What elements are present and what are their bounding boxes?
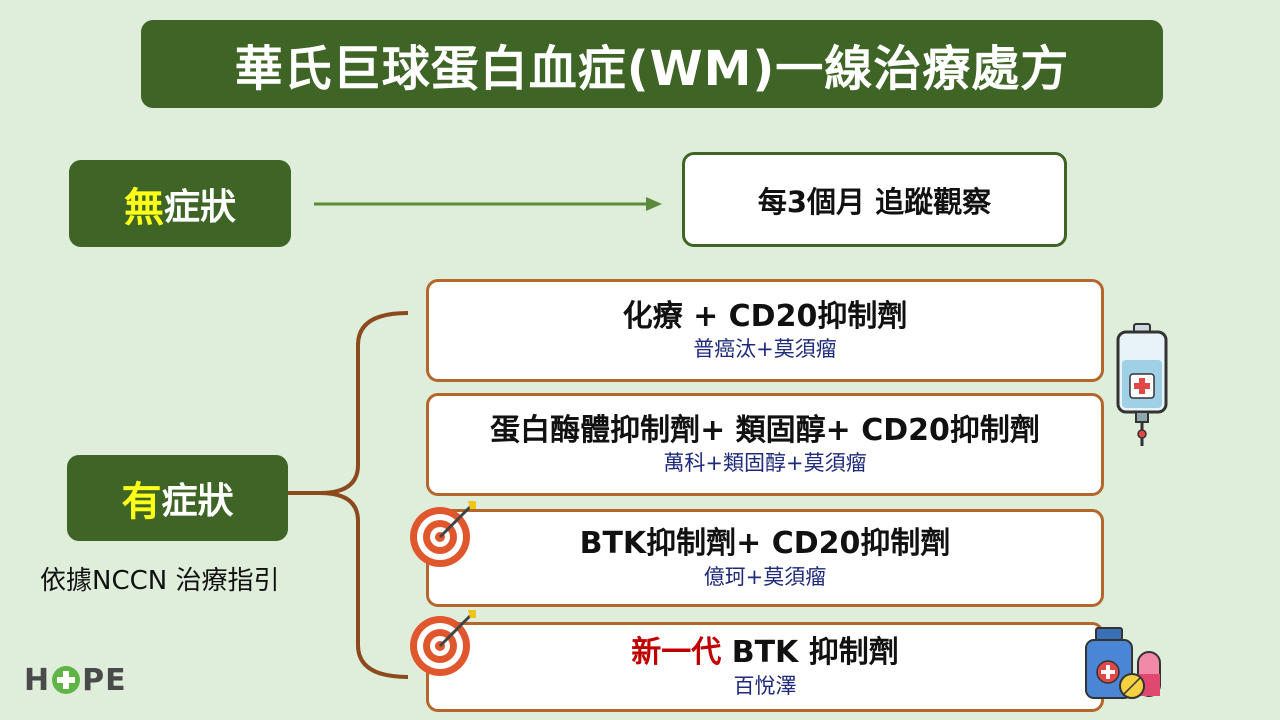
option-box-3: BTK抑制劑+ CD20抑制劑 億珂+莫須瘤 [426,509,1104,607]
option-3-main: BTK抑制劑+ CD20抑制劑 [579,526,951,562]
symptom-highlight: 有 [121,479,162,525]
observe-text: 每3個月 追蹤觀察 [757,184,992,219]
page-title-text: 華氏巨球蛋白血症(WM)一線治療處方 [234,41,1070,97]
logo-letters-pe: PE [82,662,127,698]
option-2-sub: 萬科+類固醇+莫須瘤 [663,451,867,476]
medicine-icon [1085,627,1161,699]
option-box-2: 蛋白酶體抑制劑+ 類固醇+ CD20抑制劑 萬科+類固醇+莫須瘤 [426,393,1104,496]
option-4-main: 新一代 BTK 抑制劑 [631,634,898,672]
logo-heart-icon [52,666,81,694]
target-icon [410,501,476,567]
symptom-box: 有 症狀 [67,455,288,541]
option-1-main: 化療 + CD20抑制劑 [622,298,908,334]
logo-letter-h: H [24,662,51,698]
iv-bag-icon [1116,323,1168,446]
option-1-sub: 普癌汰+莫須瘤 [693,337,837,362]
no-symptom-highlight: 無 [123,184,164,231]
option-4-sub: 百悅澤 [733,673,797,698]
option-box-4: 新一代 BTK 抑制劑 百悅澤 [426,622,1104,712]
no-symptom-label: 症狀 [163,186,236,228]
page-title: 華氏巨球蛋白血症(WM)一線治療處方 [141,20,1163,108]
guideline-text: 依據NCCN 治療指引 [40,566,280,596]
hope-logo: H PE [24,660,164,700]
option-box-1: 化療 + CD20抑制劑 普癌汰+莫須瘤 [426,279,1104,382]
brace-connector [288,311,409,679]
option-4-main-text: BTK 抑制劑 [721,635,899,671]
option-3-sub: 億珂+莫須瘤 [703,564,827,589]
symptom-label: 症狀 [161,481,234,522]
target-icon [410,610,476,676]
option-2-main: 蛋白酶體抑制劑+ 類固醇+ CD20抑制劑 [490,412,1040,448]
no-symptom-box: 無 症狀 [69,160,291,247]
observe-box: 每3個月 追蹤觀察 [682,152,1067,247]
arrow-connector [314,197,662,211]
option-4-main-red: 新一代 [631,635,722,671]
